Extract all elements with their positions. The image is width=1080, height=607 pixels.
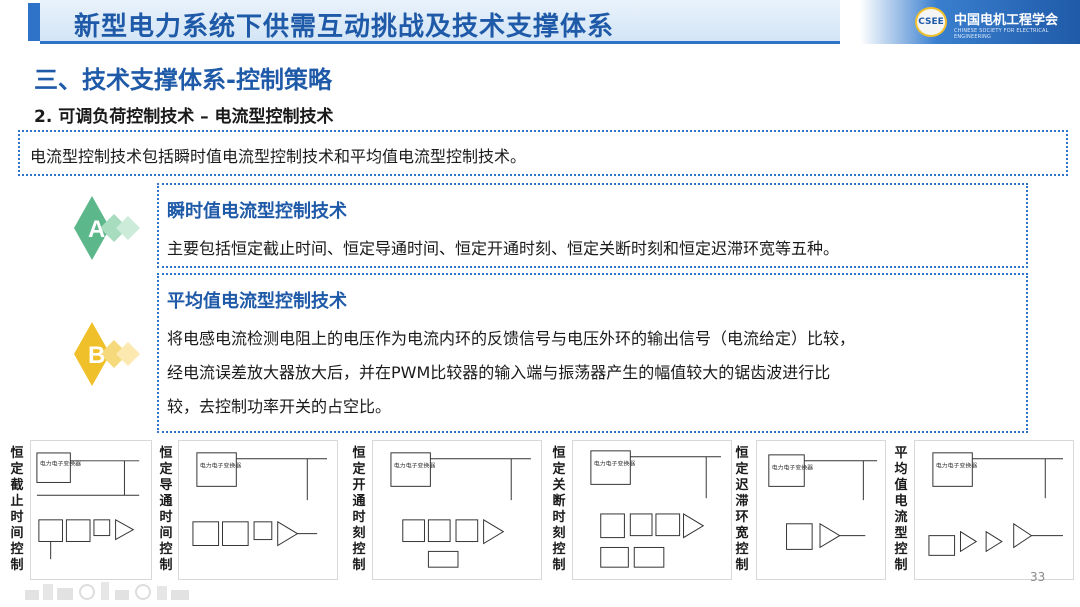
page-number: 33: [1030, 570, 1046, 584]
item-b-line-1: 将电感电流检测电阻上的电压作为电流内环的反馈信号与电压外环的输出信号（电流给定）…: [167, 329, 856, 348]
control-diagrams: 恒定截止时间控制 电力电子变换器 恒定导通时间控制 电力电子变换器 恒定开通时刻…: [0, 440, 1080, 585]
badge-b-letter: B: [88, 342, 105, 369]
footer-skyline-icon: [25, 582, 189, 600]
logo-block: [860, 0, 1080, 44]
item-a-line-1: 主要包括恒定截止时间、恒定导通时间、恒定开通时刻、恒定关断时刻和恒定迟滞环宽等五…: [167, 239, 840, 258]
diagram-6: 电力电子变换器: [914, 440, 1074, 580]
item-a-title: 瞬时值电流型控制技术: [167, 201, 347, 222]
header-band: [40, 0, 840, 44]
diagram-1-block: 电力电子变换器: [40, 460, 81, 468]
diagram-label-4: 恒定关断时刻控制: [552, 446, 566, 573]
diagram-5-block: 电力电子变换器: [772, 464, 813, 472]
diagram-1: 电力电子变换器: [30, 440, 152, 580]
diagram-label-5: 恒定迟滞环宽控制: [735, 446, 749, 573]
header-accent: [28, 3, 42, 41]
logo-name-en: CHINESE SOCIETY FOR ELECTRICAL ENGINEERI…: [954, 28, 1049, 40]
diagram-5: 电力电子变换器: [756, 440, 886, 580]
intro-text: 电流型控制技术包括瞬时值电流型控制技术和平均值电流型控制技术。: [30, 147, 527, 166]
diagram-6-block: 电力电子变换器: [936, 462, 977, 470]
page-title: 新型电力系统下供需互动挑战及技术支撑体系: [74, 12, 615, 42]
intro-box: 电流型控制技术包括瞬时值电流型控制技术和平均值电流型控制技术。: [18, 130, 1068, 176]
badge-a-icon: A: [74, 196, 140, 260]
section-title: 三、技术支撑体系-控制策略: [34, 66, 332, 94]
subsection-title: 2. 可调负荷控制技术 – 电流型控制技术: [34, 107, 334, 127]
diagram-label-6: 平均值电流型控制: [894, 446, 908, 573]
badge-b-icon: B: [74, 322, 140, 386]
diagram-3-block: 电力电子变换器: [394, 462, 435, 470]
diagram-label-3: 恒定开通时刻控制: [352, 446, 366, 573]
item-b-title: 平均值电流型控制技术: [167, 291, 347, 312]
diagram-4: 电力电子变换器: [572, 440, 732, 580]
item-b-line-2: 经电流误差放大器放大后，并在PWM比较器的输入端与振荡器产生的幅值较大的锯齿波进…: [167, 363, 831, 382]
badge-a-letter: A: [88, 216, 105, 243]
diagram-4-block: 电力电子变换器: [594, 460, 635, 468]
csee-logo-icon: CSEE: [915, 7, 947, 37]
diagram-2: 电力电子变换器: [178, 440, 338, 580]
item-box-b: 平均值电流型控制技术 将电感电流检测电阻上的电压作为电流内环的反馈信号与电压外环…: [157, 273, 1028, 433]
diagram-3: 电力电子变换器: [372, 440, 542, 580]
header-bar: 新型电力系统下供需互动挑战及技术支撑体系 CSEE 中国电机工程学会 CHINE…: [0, 0, 1080, 44]
item-box-a: 瞬时值电流型控制技术 主要包括恒定截止时间、恒定导通时间、恒定开通时刻、恒定关断…: [157, 183, 1028, 268]
diagram-2-block: 电力电子变换器: [200, 462, 241, 470]
diagram-label-1: 恒定截止时间控制: [10, 446, 24, 573]
logo-abbr: CSEE: [918, 17, 944, 27]
diagram-label-2: 恒定导通时间控制: [159, 446, 173, 573]
item-b-line-3: 较，去控制功率开关的占空比。: [167, 397, 392, 416]
logo-name-cn: 中国电机工程学会: [954, 13, 1059, 28]
